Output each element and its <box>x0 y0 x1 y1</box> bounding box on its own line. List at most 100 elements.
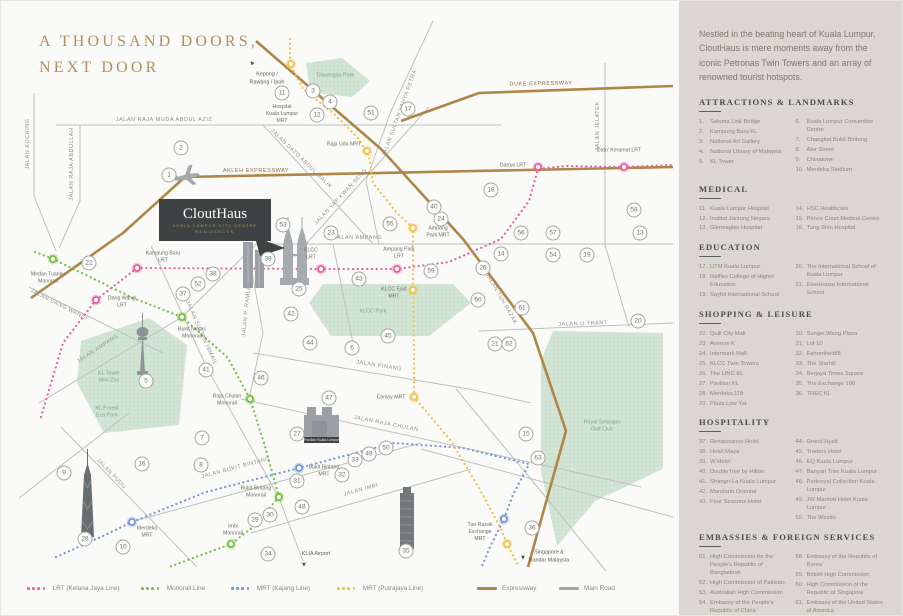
list-item-label: Lot 10 <box>806 341 823 348</box>
list-item-label: Sungei Wang Plaza <box>806 331 858 338</box>
title-line-2: NEXT DOOR <box>39 59 160 77</box>
section-underline <box>699 546 721 547</box>
list-item: 27.Pavilion KL <box>699 380 790 388</box>
legend-dot <box>42 587 46 590</box>
poi-marker: 50 <box>378 440 394 456</box>
legend-label: Monorail Line <box>166 585 206 592</box>
station-halo <box>618 161 630 173</box>
section-underline <box>699 111 721 112</box>
poi-marker: 2 <box>173 140 189 156</box>
list-item: 3.National Art Gallery <box>699 138 790 146</box>
station-label: Damai LRT <box>499 162 527 169</box>
list-item-label: High Commission of Pakistan <box>710 580 786 587</box>
list-item-number: 23. <box>699 341 708 348</box>
park-texture <box>309 284 471 336</box>
merdeka-118-icon <box>81 449 94 537</box>
station-halo <box>293 462 305 474</box>
list-item: 7.Changkat Bukit Bintang <box>796 136 887 144</box>
list-item-number: 54. <box>699 599 708 606</box>
poi-marker: 25 <box>291 281 307 297</box>
list-item-label: Grand Hyatt <box>806 439 838 446</box>
station-label: Merdeka MRT <box>136 525 158 538</box>
station-label: Raja Chulan Monorail <box>212 393 242 406</box>
station-label: Dato' Keramat LRT <box>596 147 642 154</box>
poi-marker: 11 <box>274 85 290 101</box>
poi-marker: 30 <box>262 507 278 523</box>
list-item-label: Fahrenheit88 <box>806 351 841 357</box>
section-columns: 51.High Commission for the People's Repu… <box>699 553 887 615</box>
station-halo <box>532 161 544 173</box>
list-item-number: 43. <box>699 498 708 505</box>
list-item: 26.The LINC KL <box>699 370 790 378</box>
road-label: JALAN SULTAN YAHYA PETRA <box>381 68 419 158</box>
list-item: 17.UTM Kuala Lumpur <box>699 263 790 271</box>
station-marker <box>409 224 417 232</box>
airplane-icon <box>172 164 200 185</box>
list-item: 41.Shangri-La Kuala Lumpur <box>699 478 790 486</box>
list-item: 52.High Commission of Pakistan <box>699 579 790 587</box>
expressway-label: DUKE EXPRESSWAY <box>509 80 573 88</box>
logo-tagline: KUALA LUMPUR CITY CENTRE <box>172 224 258 228</box>
park-area <box>309 284 471 336</box>
station-halo <box>131 262 143 274</box>
list-item: 22.Quill City Mall <box>699 330 790 338</box>
station-marker <box>92 296 100 304</box>
poi-marker: 61 <box>514 300 530 316</box>
kl-tower-icon <box>136 313 149 375</box>
list-item-number: 39. <box>699 459 708 466</box>
list-item-number: 31. <box>795 341 804 348</box>
list-item-number: 50. <box>795 515 804 522</box>
park-label: KL Forest Eco Park <box>95 405 119 419</box>
list-item-label: W Hotel <box>710 459 731 466</box>
legend-dot <box>151 587 154 590</box>
list-item: 28.Merdeka 118 <box>699 390 790 398</box>
station-halo <box>90 294 102 306</box>
poi-marker: 29 <box>247 512 263 528</box>
poi-marker: 9 <box>56 465 72 481</box>
poi-marker: 57 <box>545 225 561 241</box>
list-item-label: Merdeka 118 <box>710 390 744 397</box>
poi-marker: 16 <box>134 456 150 472</box>
list-item-number: 41. <box>699 479 708 486</box>
road-label: JALAN AMPANG <box>333 235 383 241</box>
station-marker <box>317 265 325 273</box>
station-halo <box>176 311 188 323</box>
list-item-label: EtonHouse International School <box>806 282 869 297</box>
park-area <box>541 331 663 546</box>
list-item: 53.Australian High Commission <box>699 589 790 597</box>
poi-marker: 1 <box>161 167 177 183</box>
list-item-number: 51. <box>699 554 708 560</box>
park-area <box>306 58 370 97</box>
list-item-label: Kuala Lumpur Hospital <box>710 205 769 212</box>
poi-marker: 31 <box>289 473 305 489</box>
poi-marker: 47 <box>321 390 337 406</box>
station-marker <box>534 163 542 171</box>
list-item: 9.Chinatown <box>796 156 887 164</box>
poi-marker: 5 <box>138 373 154 389</box>
park-label: KLCC Park <box>359 308 387 315</box>
list-item-label: Prince Court Medical Centre <box>806 215 880 222</box>
list-item-number: 11. <box>699 205 707 212</box>
poi-marker: 6 <box>344 340 360 356</box>
poi-marker: 42 <box>283 306 299 322</box>
list-item: 12.Institut Jantung Negara <box>699 215 790 223</box>
road-main <box>150 245 304 562</box>
legend-dot <box>27 587 30 590</box>
list-item-number: 37. <box>699 439 708 446</box>
list-item-number: 42. <box>699 488 708 495</box>
road-main <box>58 125 81 249</box>
list-item: 4.National Library of Malaysia <box>699 148 790 156</box>
road-label: JALAN DANG WANGI <box>29 287 89 323</box>
legend-label: MRT (Putrajaya Line) <box>362 585 424 592</box>
list-item: 40.DoubleTree by Hilton <box>699 468 790 476</box>
list-item: 13.Gleneagles Hospital <box>699 224 790 232</box>
station-marker <box>503 540 511 548</box>
section-column: 20.The International School of Kuala Lum… <box>796 263 887 301</box>
